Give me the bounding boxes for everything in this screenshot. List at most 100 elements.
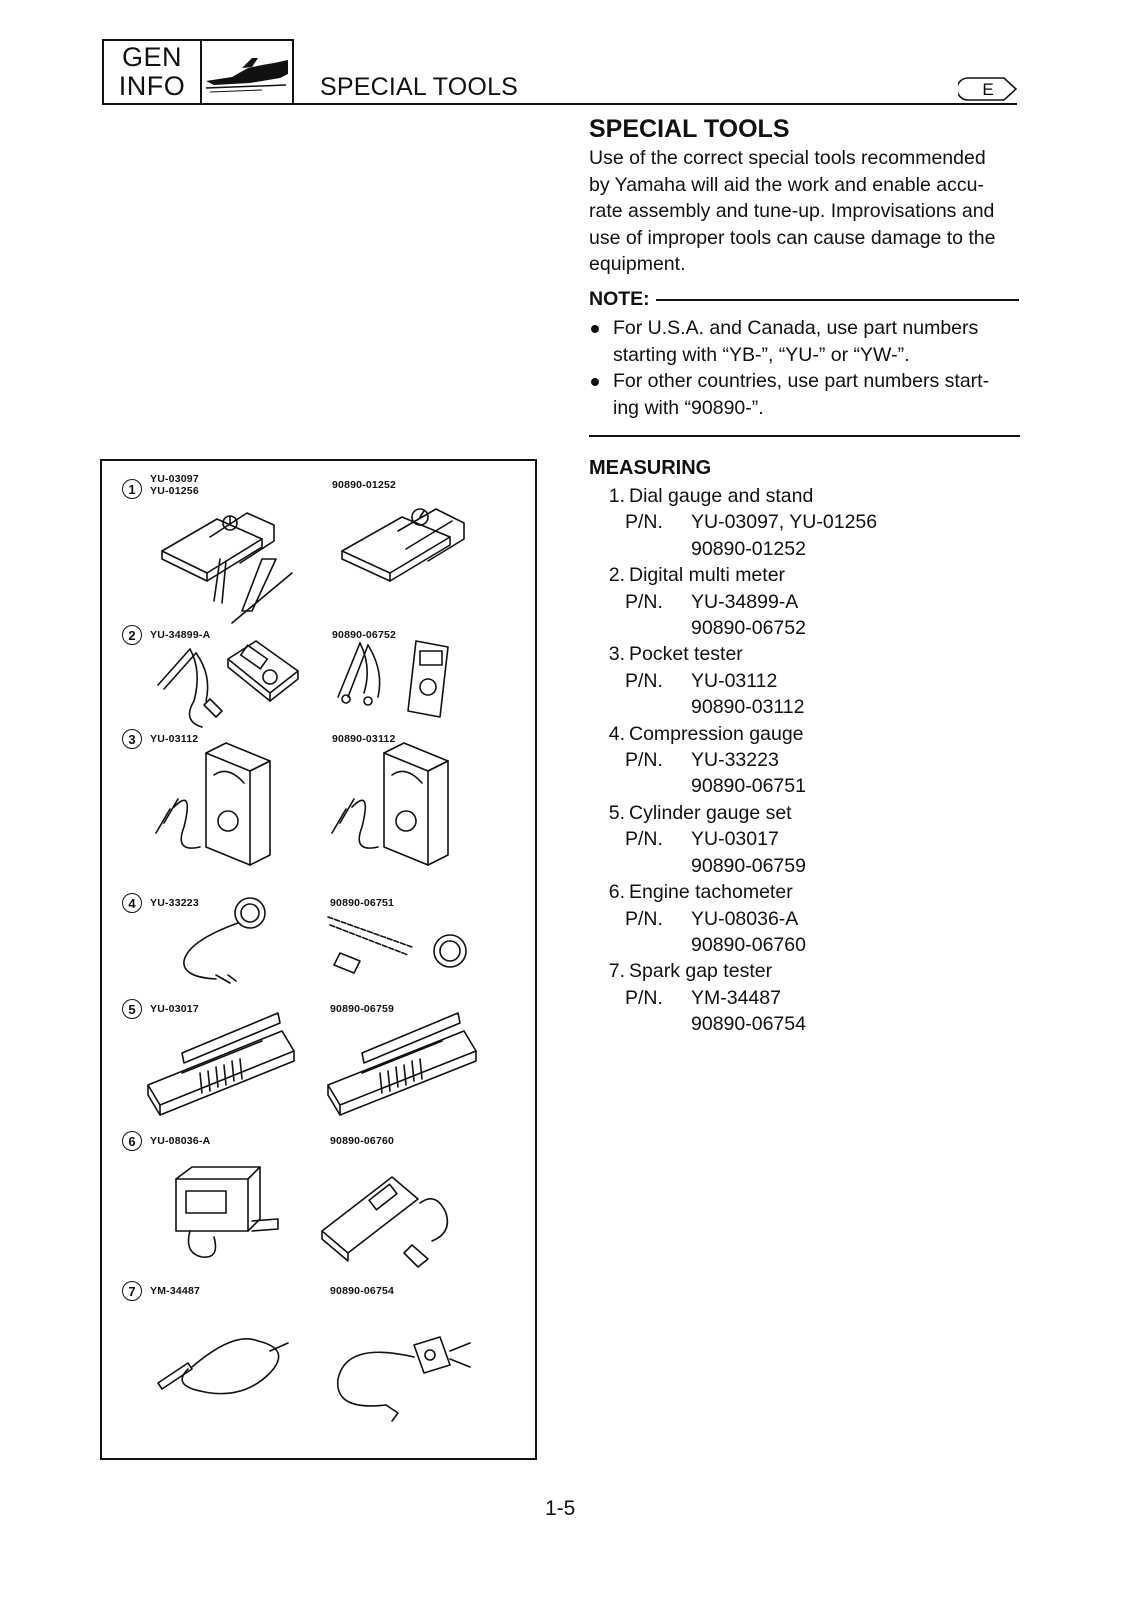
dial-gauge-kit-illustration [161,512,293,624]
engine-tachometer-illustration [321,1176,449,1268]
figure-code-other: 90890-06759 [330,1003,395,1015]
tool-number: 5. [608,801,625,824]
digital-multimeter-illustration [337,640,449,718]
figure-code-other: 90890-01252 [332,479,397,491]
note-line: For U.S.A. and Canada, use part numbers [613,317,979,339]
pn-label: P/N. [625,590,663,613]
tool-number: 1. [608,485,625,507]
tool-pn-other: 90890-06754 [691,1013,806,1036]
gen-info-label: GEN INFO [104,41,202,103]
tool-pn-other: 90890-06759 [691,854,806,877]
note-line: starting with “YB-”, “YU-” or “YW-”. [613,343,910,366]
note-end-rule [589,435,1020,437]
watercraft-icon [202,41,292,103]
figure-index: 1 [122,479,142,499]
pocket-tester-illustration [331,742,449,866]
figure-code-usa: YU-03097 [150,473,199,485]
language-badge: E [956,76,1018,107]
tool-name: Cylinder gauge set [629,801,792,824]
compression-gauge-illustration [183,897,266,984]
figure-code-other: 90890-06754 [330,1285,395,1297]
intro-line: equipment. [589,253,686,275]
note-line: For other countries, use part numbers st… [613,370,990,392]
figure-index: 5 [122,999,142,1019]
tool-pn-usa: YU-33223 [691,749,779,772]
figure-code-usa: YU-01256 [150,485,199,497]
tool-pn-other: 90890-06752 [691,617,806,640]
intro-line: rate assembly and tune-up. Improvisation… [589,200,995,222]
intro-line: use of improper tools can cause damage t… [589,226,996,249]
cylinder-gauge-set-illustration [147,1012,295,1116]
note-rule [655,298,1019,301]
figure-code-usa: YU-08036-A [150,1135,211,1147]
tool-pn-usa: YU-34899-A [691,590,799,613]
bullet-icon [591,325,599,333]
tool-name: Spark gap tester [629,960,773,983]
tool-pn-other: 90890-03112 [691,696,805,719]
tool-illustrations [147,508,477,1422]
figure-index: 2 [122,625,142,645]
figure-code-usa: YU-03112 [150,733,199,745]
measuring-tool-list: 1.Dial gauge and stand P/N.YU-03097, YU-… [599,483,1019,1038]
pocket-tester-illustration [155,742,271,866]
figure-code-other: 90890-06752 [332,629,397,641]
tool-pn-other: 90890-01252 [691,537,806,560]
tool-entry: 3.Pocket tester P/N. YU-03112 90890-03112 [599,641,1019,720]
gen-info-box: GEN INFO [102,39,294,105]
page-number: 1-5 [545,1497,576,1520]
intro-line: Use of the correct special tools recomme… [589,147,986,169]
bullet-icon [591,378,599,386]
tool-entry: 5.Cylinder gauge set P/N. YU-03017 90890-… [599,800,1019,879]
figure-code-other: 90890-03112 [332,733,396,745]
spark-gap-tester-illustration [337,1336,471,1422]
tool-entry: 1.Dial gauge and stand P/N.YU-03097, YU-… [599,483,1019,562]
tool-entry: 6.Engine tachometer P/N.YU-08036-A 90890… [599,879,1019,958]
section-title: SPECIAL TOOLS [589,115,790,143]
language-badge-text: E [982,80,993,99]
tool-name: Compression gauge [629,722,804,745]
pn-label: P/N. [625,669,663,692]
figure-index: 4 [122,893,142,913]
engine-tachometer-illustration [175,1166,279,1258]
dial-gauge-kit-illustration [341,508,465,582]
measuring-title: MEASURING [589,457,712,479]
pn-label: P/N. [625,986,663,1009]
tool-number: 2. [608,564,625,587]
tool-pn-usa: YU-03097, YU-01256 [691,511,878,534]
compression-gauge-illustration [327,916,467,974]
figure-code-usa: YU-03017 [150,1003,199,1015]
tool-name: Pocket tester [629,643,743,666]
figure-code-usa: YM-34487 [150,1285,201,1297]
tool-number: 6. [608,881,625,904]
figure-code-usa: YU-34899-A [150,629,211,641]
pn-label: P/N. [625,828,663,851]
tool-name: Engine tachometer [629,881,793,904]
figure-code-other: 90890-06751 [330,897,395,909]
note-item: For other countries, use part numbers st… [589,368,1021,421]
header-rule [294,103,1017,105]
figure-index: 7 [122,1281,142,1301]
header-title: SPECIAL TOOLS [320,73,519,101]
note-heading: NOTE: [589,288,1019,311]
tool-entry: 4.Compression gauge P/N.YU-33223 90890-0… [599,721,1019,800]
tool-pn-other: 90890-06760 [691,933,806,956]
cylinder-gauge-set-illustration [327,1012,477,1116]
note-item: For U.S.A. and Canada, use part numbers … [589,315,1021,368]
info-label: INFO [118,71,186,101]
tool-entry: 7.Spark gap tester P/N. YM-34487 90890-06… [599,958,1019,1037]
tool-pn-usa: YM-34487 [691,986,781,1009]
figure-code-other: 90890-06760 [330,1135,395,1147]
tool-number: 3. [608,643,625,666]
tool-number: 7. [608,960,625,983]
tool-pn-usa: YU-03112 [691,669,778,692]
intro-line: by Yamaha will aid the work and enable a… [589,173,984,196]
tool-number: 4. [608,722,625,745]
gen-label: GEN [121,42,182,72]
tool-pn-usa: YU-03017 [691,828,779,851]
figure-index: 6 [122,1131,142,1151]
pn-label: P/N. [625,749,663,772]
figure-index: 3 [122,729,142,749]
note-line: ing with “90890-”. [613,396,764,419]
figure-code-usa: YU-33223 [150,897,199,909]
spark-gap-tester-illustration [157,1338,289,1395]
